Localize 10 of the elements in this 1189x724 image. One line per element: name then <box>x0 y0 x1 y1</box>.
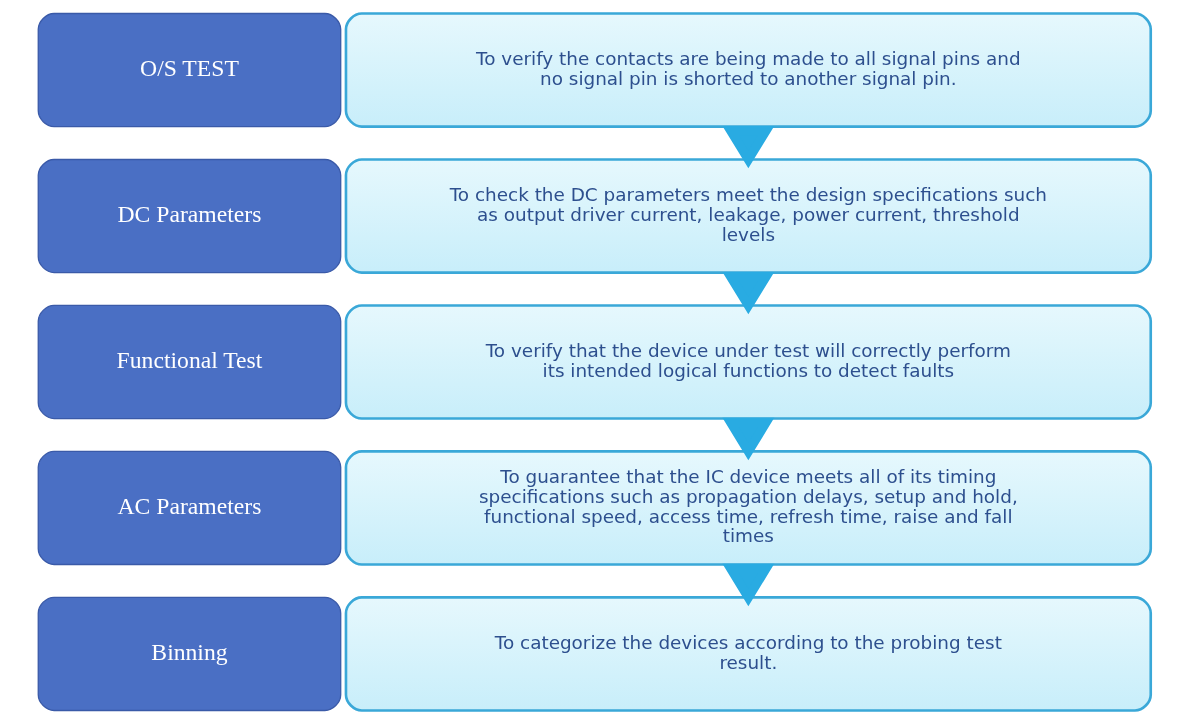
node-box: DC Parameters <box>37 158 342 274</box>
node-box: Binning <box>37 596 342 712</box>
node-box: Functional Test <box>37 304 342 420</box>
node-box: To verify that the device under test will correctly perform its intended logical functions to detect faults <box>344 304 1153 420</box>
node-box: To categorize the devices according to the probing test result. <box>344 596 1153 712</box>
node-box: To guarantee that the IC device meets all of its timing specifications such as propagation delays, setup and hold, functional speed, access time, refresh time, raise and fall times <box>344 450 1153 566</box>
node-box: O/S TEST <box>37 12 342 128</box>
node-box: To check the DC parameters meet the design specifications such as output driver current, leakage, power current, threshold levels <box>344 158 1153 274</box>
node-box: AC Parameters <box>37 450 342 566</box>
node-box: To verify the contacts are being made to all signal pins and no signal pin is shorted to another signal pin. <box>344 12 1153 128</box>
